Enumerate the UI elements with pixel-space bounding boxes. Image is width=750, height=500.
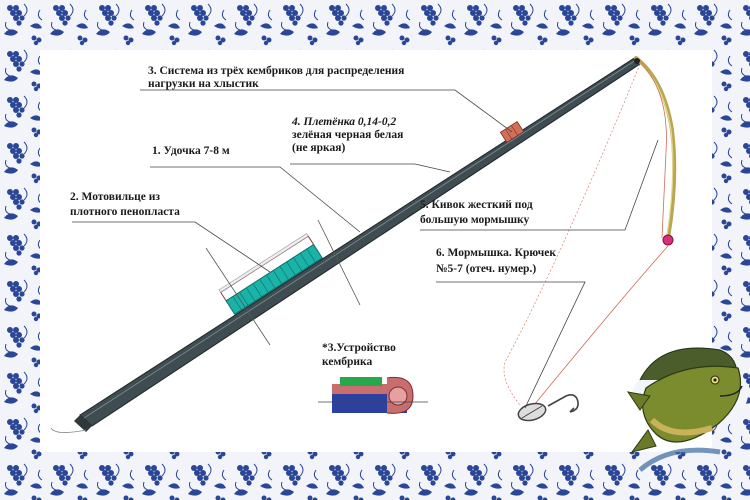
label-cambric: *3.Устройство <box>322 342 396 354</box>
reel-axis-line <box>205 247 271 346</box>
rod <box>74 56 641 432</box>
label-reel: 2. Мотовильце из <box>70 191 160 203</box>
label-jig-line2: №5-7 (отеч. нумер.) <box>436 263 537 275</box>
label-nod-line2: большую мормышку <box>420 214 530 226</box>
label-rod: 1. Удочка 7-8 м <box>152 145 230 157</box>
label-braid-line3: (не яркая) <box>292 142 346 154</box>
label-braid: 4. Плетёнка 0,14-0,2 <box>292 116 397 128</box>
lower-line <box>50 427 87 433</box>
fishing-line-to-jig-2 <box>503 63 641 406</box>
fishing-line-to-jig <box>529 245 669 411</box>
label-cambric-line2: кембрика <box>322 356 373 368</box>
label-system: 3. Система из трёх кембриков для распред… <box>148 65 405 77</box>
nod <box>634 56 677 240</box>
tip-knot <box>634 58 640 64</box>
label-system-line2: нагрузки на хлыстик <box>148 78 259 90</box>
reel-axis-line <box>317 219 361 306</box>
nod-bead <box>662 234 674 246</box>
cambric-cross-section <box>318 376 428 414</box>
fishing-line <box>639 61 667 239</box>
reel <box>218 233 323 315</box>
label-reel-line2: плотного пенопласта <box>70 206 180 218</box>
label-braid-line2: зелёная черная белая <box>292 129 404 141</box>
jig <box>517 402 547 422</box>
hook-icon <box>547 394 579 413</box>
label-jig: 6. Мормышка. Крючек <box>436 247 556 259</box>
bass-fish-illustration <box>626 347 748 472</box>
label-nod: 5. Кивок жесткий под <box>420 199 533 211</box>
leader-lines <box>72 89 659 409</box>
